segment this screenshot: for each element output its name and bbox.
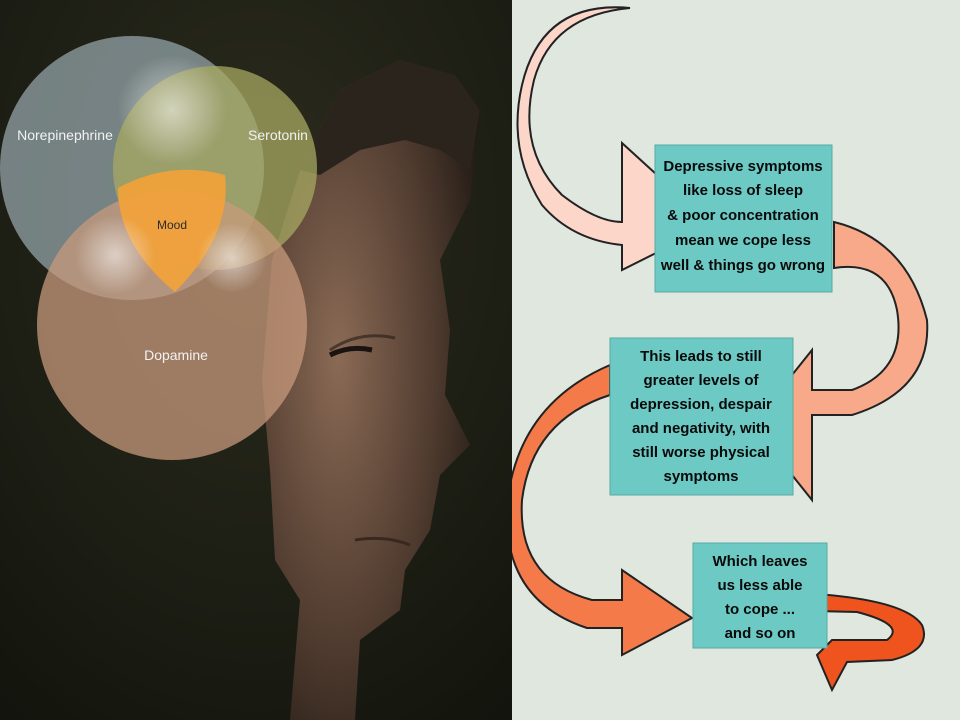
box-2-line-1: This leads to still [640,348,762,365]
box-2-line-5: still worse physical [632,444,770,461]
box-1-line-3: & poor concentration [667,207,819,224]
box-3-line-2: us less able [717,577,802,594]
highlight [197,223,267,293]
box-3-line-3: to cope ... [725,601,795,618]
dopamine-label: Dopamine [144,347,208,363]
box-2-background [609,337,794,496]
venn-diagram: Norepinephrine Serotonin Dopamine Mood [0,36,317,460]
box-3-line-4: and so on [725,625,796,642]
serotonin-label: Serotonin [248,127,308,143]
arrow-3 [512,363,694,657]
cycle-box-1: Depressive symptoms like loss of sleep &… [654,144,833,293]
cycle-box-3: Which leaves us less able to cope ... an… [692,542,828,649]
box-2-line-6: symptoms [663,468,738,485]
arrow-2 [750,220,929,503]
norepinephrine-label: Norepinephrine [17,127,113,143]
depression-cycle-panel: Depressive symptoms like loss of sleep &… [512,0,960,720]
box-3-background [692,542,828,649]
box-2-line-2: greater levels of [643,372,759,389]
box-1-line-2: like loss of sleep [683,182,803,199]
cycle-box-2: This leads to still greater levels of de… [609,337,794,496]
box-1-line-1: Depressive symptoms [663,158,822,175]
box-2-line-4: and negativity, with [632,420,770,437]
highlight [75,215,155,295]
highlight [117,55,227,165]
man-face-silhouette [262,60,480,720]
venn-photo-panel: Norepinephrine Serotonin Dopamine Mood [0,0,512,720]
box-3-line-1: Which leaves [712,553,807,570]
box-2-line-3: depression, despair [630,396,772,413]
mood-label: Mood [157,218,187,232]
box-1-background [654,144,833,293]
arrow-4 [770,590,925,693]
box-1-line-5: well & things go wrong [660,257,825,274]
box-1-line-4: mean we cope less [675,232,811,249]
